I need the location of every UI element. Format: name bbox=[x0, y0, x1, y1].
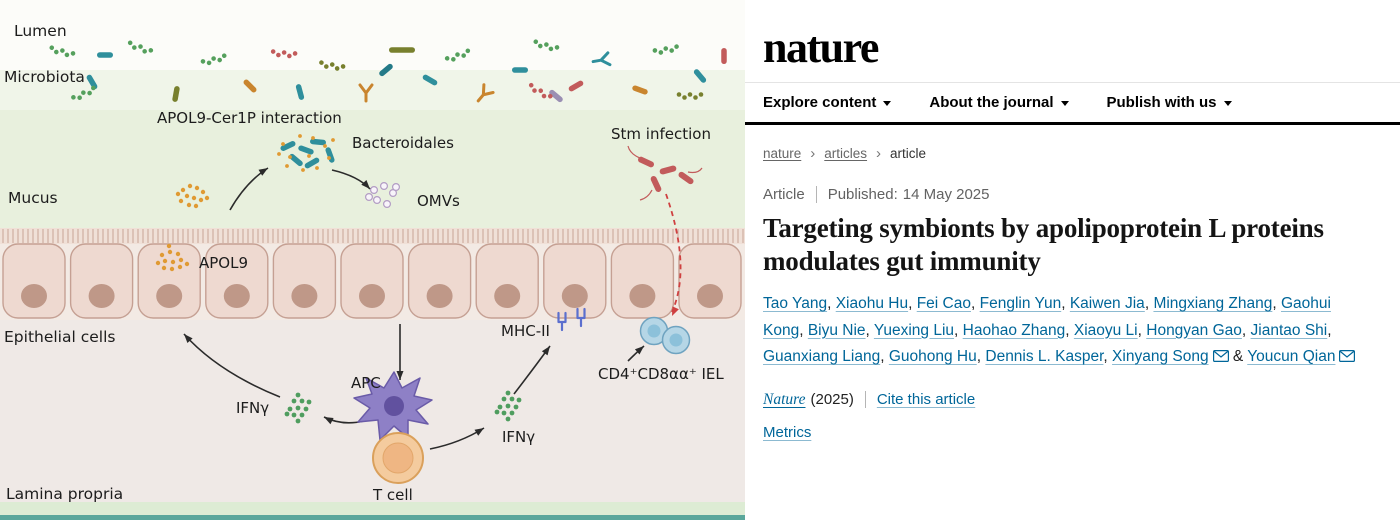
author-link[interactable]: Kaiwen Jia bbox=[1069, 294, 1145, 312]
author-link[interactable]: Dennis L. Kasper bbox=[985, 348, 1104, 366]
author-link[interactable]: Mingxiang Zhang bbox=[1153, 294, 1273, 312]
label-mhc-ii: MHC-II bbox=[501, 322, 550, 340]
mhc-ii-icons bbox=[557, 307, 586, 332]
author-link[interactable]: Biyu Nie bbox=[807, 321, 866, 339]
author-link[interactable]: Fei Cao bbox=[916, 294, 971, 312]
metrics-link[interactable]: Metrics bbox=[763, 423, 812, 441]
journal-link[interactable]: Nature bbox=[763, 390, 806, 408]
nav-item-label: Explore content bbox=[763, 94, 877, 111]
apc-cell bbox=[353, 371, 433, 441]
metrics-row: Metrics bbox=[745, 409, 1400, 442]
label-apol9-cer1p: APOL9-Cer1P interaction bbox=[157, 109, 342, 127]
article-meta: Article Published: 14 May 2025 bbox=[745, 161, 1400, 203]
iel-cells bbox=[639, 316, 691, 355]
apc-nucleus bbox=[384, 396, 404, 416]
breadcrumb-link[interactable]: nature bbox=[763, 146, 802, 161]
author-link[interactable]: Guanxiang Liang bbox=[763, 348, 881, 366]
label-mucus: Mucus bbox=[8, 189, 58, 207]
nav-item-label: About the journal bbox=[929, 94, 1054, 111]
breadcrumb-link: article bbox=[890, 146, 927, 161]
chevron-down-icon bbox=[1223, 101, 1232, 106]
label-apol9: APOL9 bbox=[199, 254, 249, 272]
label-bacteroidales: Bacteroidales bbox=[352, 134, 454, 152]
microbiota-band bbox=[0, 70, 745, 110]
author-link[interactable]: Youcun Qian bbox=[1247, 348, 1336, 366]
author-link[interactable]: Tao Yang bbox=[763, 294, 828, 312]
citation-year: (2025) bbox=[810, 391, 854, 409]
nav-item[interactable]: Publish with us bbox=[1107, 94, 1232, 111]
author-link[interactable]: Haohao Zhang bbox=[962, 321, 1066, 339]
chevron-down-icon bbox=[883, 101, 892, 106]
label-apc: APC bbox=[351, 374, 381, 392]
nav-bar: Explore content About the journal Publish … bbox=[745, 83, 1400, 125]
label-ifng-right: IFNγ bbox=[502, 428, 536, 446]
page-title: Targeting symbionts by apolipoprotein L … bbox=[763, 213, 1324, 276]
email-icon[interactable] bbox=[1339, 350, 1356, 363]
author-link[interactable]: Jiantao Shi bbox=[1250, 321, 1328, 339]
stm-bacteria-cluster bbox=[627, 145, 703, 201]
published-label: Published: bbox=[827, 186, 898, 203]
epithelial-cell-row bbox=[2, 243, 742, 319]
microbiota-bacteria-scatter bbox=[49, 39, 727, 103]
label-ifng-left: IFNγ bbox=[236, 399, 270, 417]
breadcrumb-separator-icon: › bbox=[810, 145, 816, 162]
citation-separator bbox=[864, 391, 866, 409]
author-link[interactable]: Hongyan Gao bbox=[1146, 321, 1242, 339]
cite-this-article-link[interactable]: Cite this article bbox=[876, 391, 976, 409]
label-lumen: Lumen bbox=[14, 22, 67, 40]
breadcrumb-link[interactable]: articles bbox=[824, 146, 868, 161]
figure-panel: Lumen Microbiota APOL9-Cer1P interaction… bbox=[0, 0, 745, 520]
ifng-dot-clusters bbox=[284, 390, 522, 424]
nav-item[interactable]: About the journal bbox=[929, 94, 1069, 111]
published-date: 14 May 2025 bbox=[902, 186, 990, 203]
bottom-teal-strip bbox=[0, 515, 745, 520]
apol9-dot-clusters bbox=[155, 183, 210, 272]
label-epithelial-cells: Epithelial cells bbox=[4, 328, 116, 346]
chevron-down-icon bbox=[1060, 101, 1069, 106]
header-divider bbox=[745, 82, 1400, 83]
author-link[interactable]: Yuexing Liu bbox=[873, 321, 955, 339]
author-link[interactable]: Gaohui Kong bbox=[763, 294, 1331, 339]
label-omvs: OMVs bbox=[417, 192, 460, 210]
email-icon[interactable] bbox=[1212, 350, 1229, 363]
author-list: Tao Yang, Xiaohu Hu, Fei Cao, Fenglin Yu… bbox=[745, 278, 1385, 371]
red-dashed-arrow bbox=[665, 193, 682, 316]
arrowheads bbox=[184, 168, 644, 436]
meta-separator bbox=[815, 186, 817, 203]
label-iel: CD4⁺CD8αα⁺ IEL bbox=[598, 365, 724, 383]
t-cell-shape bbox=[372, 432, 424, 484]
citation-row: Nature (2025) Cite this article bbox=[745, 371, 1400, 409]
nature-logo[interactable]: nature bbox=[763, 23, 879, 72]
author-link[interactable]: Guohong Hu bbox=[888, 348, 977, 366]
bacteroidales-cluster bbox=[277, 134, 335, 172]
omv-vesicles bbox=[365, 182, 401, 209]
label-stm-infection: Stm infection bbox=[611, 125, 711, 143]
article-type-label: Article bbox=[763, 186, 805, 203]
author-link[interactable]: Xinyang Song bbox=[1112, 348, 1209, 366]
mucus-band bbox=[0, 110, 745, 228]
gut-immunity-diagram bbox=[0, 0, 745, 520]
label-lamina-propria: Lamina propria bbox=[6, 485, 124, 503]
breadcrumb: nature › articles › article bbox=[745, 125, 1400, 161]
lumen-band bbox=[0, 0, 745, 70]
brush-border-villi bbox=[0, 228, 745, 244]
nav-item-label: Publish with us bbox=[1106, 94, 1217, 111]
label-t-cell: T cell bbox=[373, 486, 413, 504]
author-link[interactable]: Xiaohu Hu bbox=[835, 294, 909, 312]
author-link[interactable]: Fenglin Yun bbox=[979, 294, 1062, 312]
breadcrumb-separator-icon: › bbox=[876, 145, 882, 162]
label-microbiota: Microbiota bbox=[4, 68, 85, 86]
author-link[interactable]: Xiaoyu Li bbox=[1073, 321, 1138, 339]
nav-item[interactable]: Explore content bbox=[763, 94, 892, 111]
